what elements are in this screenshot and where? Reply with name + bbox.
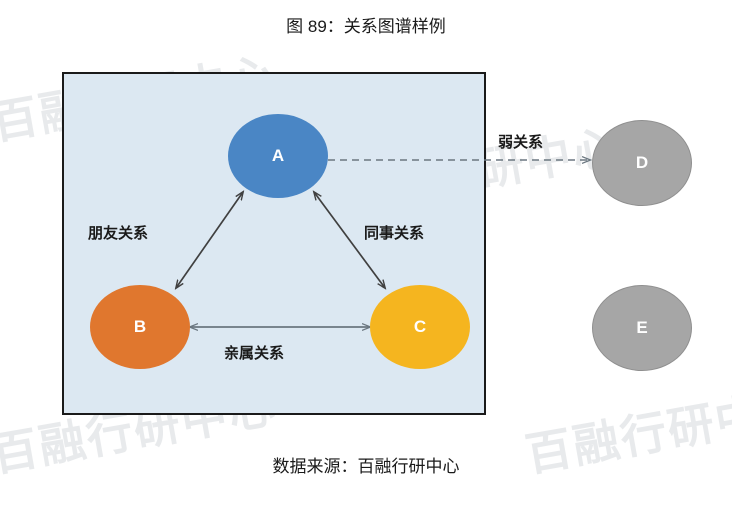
node-e-label: E	[636, 318, 648, 337]
figure-source-caption: 数据来源：百融行研中心	[272, 457, 460, 476]
node-d-label: D	[635, 153, 649, 172]
node-a[interactable]: A	[228, 114, 328, 198]
node-a-label: A	[271, 146, 285, 165]
edge-label-friend: 朋友关系	[88, 225, 149, 242]
node-c-label: C	[413, 317, 427, 336]
node-b-label: B	[133, 317, 147, 336]
edge-label-weak-tie: 弱关系	[498, 134, 544, 151]
edge-label-kinship: 亲属关系	[224, 345, 285, 362]
node-b[interactable]: B	[90, 285, 190, 369]
edge-a-b	[176, 192, 243, 288]
node-c[interactable]: C	[370, 285, 470, 369]
edge-label-colleague: 同事关系	[364, 225, 425, 242]
edge-a-c	[314, 192, 385, 288]
node-d[interactable]: D	[592, 120, 692, 206]
node-e[interactable]: E	[592, 285, 692, 371]
figure-title: 图 89：关系图谱样例	[286, 17, 446, 36]
